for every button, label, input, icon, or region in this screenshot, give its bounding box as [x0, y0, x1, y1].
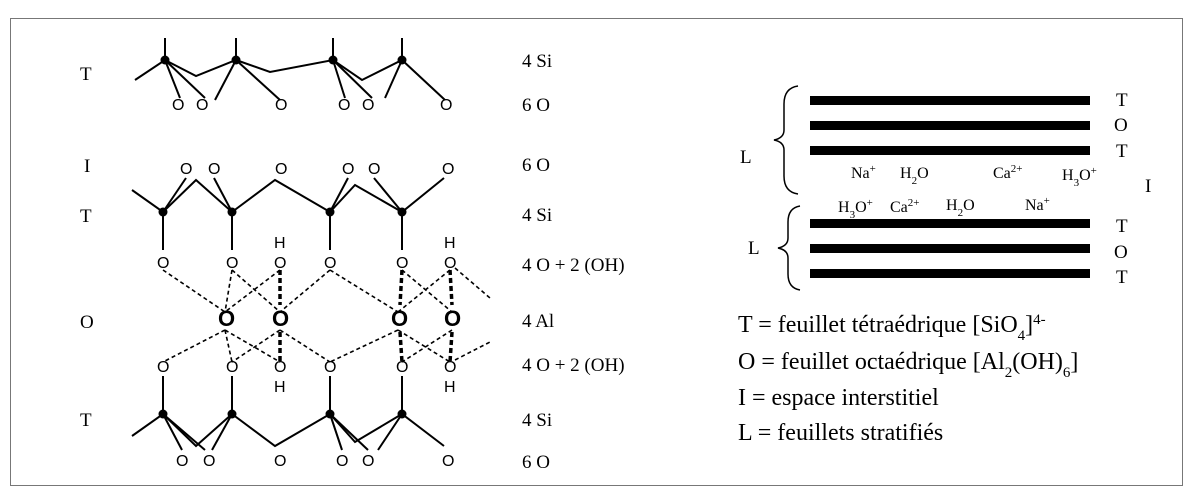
- sheet-label: T: [1116, 90, 1128, 111]
- atom-o: O: [275, 161, 287, 178]
- atom-o: O: [362, 453, 374, 470]
- atom-o: O: [274, 359, 286, 376]
- ion-label: H2O: [946, 197, 975, 219]
- ion-label: Na+: [851, 163, 876, 182]
- middle-tetrahedral-layer: O O O O O O O O O O O O H H: [131, 161, 456, 272]
- atom-o: O: [275, 97, 287, 114]
- composition-label: 4 Si: [522, 410, 552, 431]
- layer-letter-t-top: T: [80, 64, 92, 85]
- sheet-label: T: [1116, 216, 1128, 237]
- atom-o: O: [208, 161, 220, 178]
- atom-o: O: [274, 255, 286, 272]
- composition-label: 4 O + 2 (OH): [522, 255, 625, 276]
- octahedral-o: O: [391, 306, 408, 331]
- atom-o: O: [440, 97, 452, 114]
- atom-o: O: [176, 453, 188, 470]
- sheet-label: O: [1114, 115, 1128, 136]
- layer-letter-t-bottom: T: [80, 410, 92, 431]
- ion-label: H3O+: [1062, 165, 1097, 189]
- atom-o: O: [157, 359, 169, 376]
- ion-label: Na+: [1025, 195, 1050, 214]
- atom-o: O: [442, 453, 454, 470]
- atom-o: O: [196, 97, 208, 114]
- atom-o: O: [226, 359, 238, 376]
- ion-label: Ca2+: [993, 163, 1023, 182]
- sheet-bar: [810, 96, 1090, 105]
- octahedral-o: O: [444, 306, 461, 331]
- atom-o: O: [444, 359, 456, 376]
- layer-label-l-lower: L: [748, 238, 760, 259]
- sheet-bar: [810, 121, 1090, 130]
- ion-label: H3O+: [838, 197, 873, 221]
- atom-o: O: [342, 161, 354, 178]
- octahedral-o: O: [218, 306, 235, 331]
- atom-h: H: [274, 379, 286, 396]
- atom-o: O: [274, 453, 286, 470]
- atom-h: H: [444, 235, 456, 252]
- atom-o: O: [180, 161, 192, 178]
- composition-label: 6 O: [522, 155, 550, 176]
- sheet-label: O: [1114, 242, 1128, 263]
- sheet-label: T: [1116, 267, 1128, 288]
- atom-o: O: [362, 97, 374, 114]
- bracket-lower: [777, 205, 801, 291]
- composition-label: 4 Al: [522, 311, 554, 332]
- atom-o: O: [157, 255, 169, 272]
- layer-label-l-upper: L: [740, 147, 752, 168]
- atom-h: H: [274, 235, 286, 252]
- composition-label: 4 Si: [522, 205, 552, 226]
- composition-label: 6 O: [522, 95, 550, 116]
- sheet-bar: [810, 269, 1090, 278]
- atom-o: O: [324, 255, 336, 272]
- atom-o: O: [444, 255, 456, 272]
- legend-o: O = feuillet octaédrique [Al2(OH)6]: [738, 349, 1078, 381]
- atom-o: O: [226, 255, 238, 272]
- atom-o: O: [336, 453, 348, 470]
- legend: T = feuillet tétraédrique [SiO4]4- O = f…: [738, 312, 1078, 446]
- legend-t: T = feuillet tétraédrique [SiO4]4-: [738, 312, 1046, 344]
- ion-label: H2O: [900, 165, 929, 187]
- composition-label: 6 O: [522, 452, 550, 473]
- legend-l: L = feuillets stratifiés: [738, 420, 943, 446]
- layer-stack-schematic: L T O T I Na+ H2O Ca2+ H3O+ H3O+ Ca2+ H2…: [740, 85, 1151, 291]
- atom-o: O: [396, 359, 408, 376]
- atom-o: O: [396, 255, 408, 272]
- atom-o: O: [368, 161, 380, 178]
- atom-o: O: [203, 453, 215, 470]
- layer-letter-i: I: [84, 156, 90, 177]
- sheet-bar: [810, 219, 1090, 228]
- bottom-tetrahedral-layer: O O O O O O H H O O O O O O: [131, 359, 456, 470]
- octahedral-o: O: [272, 306, 289, 331]
- top-tetrahedral-layer: O O O O O O: [134, 38, 452, 114]
- atom-o: O: [338, 97, 350, 114]
- legend-i: I = espace interstitiel: [738, 385, 939, 411]
- figure-frame: [10, 18, 1183, 486]
- layer-letter-t-mid: T: [80, 206, 92, 227]
- atom-o: O: [324, 359, 336, 376]
- atom-o: O: [442, 161, 454, 178]
- layer-letter-o: O: [80, 312, 94, 333]
- interlayer-label: I: [1145, 176, 1151, 197]
- atom-o: O: [172, 97, 184, 114]
- sheet-bar: [810, 146, 1090, 155]
- atom-h: H: [444, 379, 456, 396]
- composition-label: 4 Si: [522, 51, 552, 72]
- ion-label: Ca2+: [890, 197, 920, 216]
- sheet-bar: [810, 244, 1090, 253]
- octahedral-layer: O O O O: [162, 267, 491, 363]
- bracket-upper: [773, 85, 799, 195]
- sheet-label: T: [1116, 141, 1128, 162]
- composition-label: 4 O + 2 (OH): [522, 355, 625, 376]
